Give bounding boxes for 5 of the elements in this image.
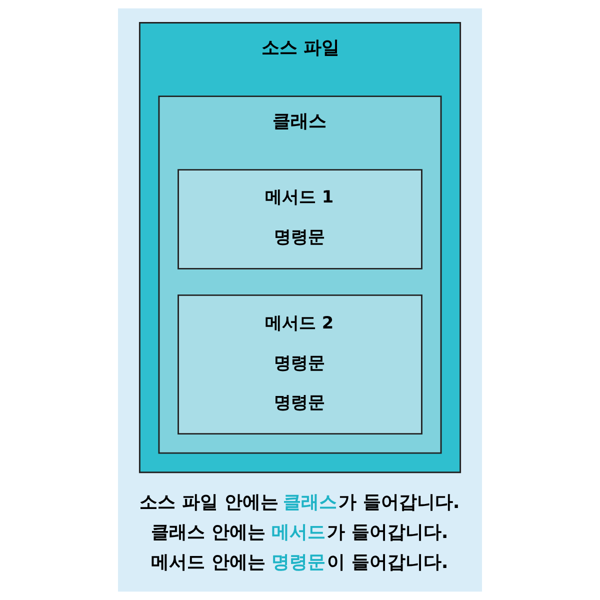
label: 메서드 안에는 명령문이 들어갑니다. (151, 552, 448, 574)
label: 클래스 안에는 메서드가 들어갑니다. (151, 522, 448, 544)
node-box: 메서드 2 명령문 명령문 (178, 294, 422, 435)
node-box: 메서드 1 명령문 (178, 169, 422, 270)
label: 소스 파일 안에는 클래스가 들어갑니다. (140, 492, 460, 513)
